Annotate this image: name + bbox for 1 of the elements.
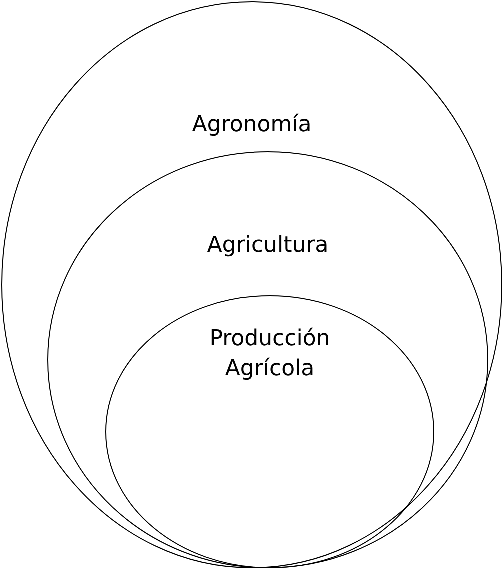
ellipse-region: Producción Agrícola (106, 296, 434, 568)
